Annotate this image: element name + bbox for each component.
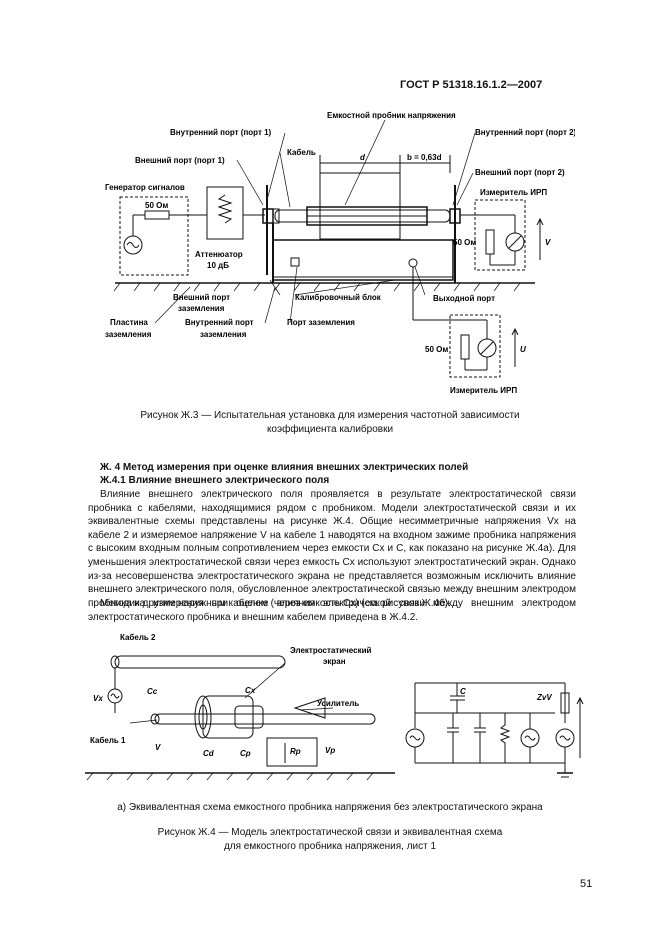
- label-cc: Cc: [147, 687, 158, 696]
- label-ground-plate: Пластина: [110, 318, 148, 327]
- label-v: V: [545, 238, 551, 247]
- label-amplifier: Усилитель: [317, 699, 359, 708]
- label-cd: Cd: [203, 749, 215, 758]
- label-inner-port1: Внутренний порт (порт 1): [170, 128, 272, 137]
- label-u: U: [520, 345, 526, 354]
- label-cable1: Кабель 1: [90, 736, 126, 745]
- label-cal-block: Калибровочный блок: [295, 293, 382, 302]
- label-probe: Емкостной пробник напряжения: [327, 111, 456, 120]
- label-generator: Генератор сигналов: [105, 183, 185, 192]
- label-zv: ZvV: [536, 693, 552, 702]
- label-inner-ground-2: заземления: [200, 330, 247, 339]
- label-attenuator-db: 10 дБ: [207, 261, 229, 270]
- figure4-caption: Рисунок Ж.4 — Модель электростатической …: [80, 826, 580, 854]
- figure3-caption: Рисунок Ж.3 — Испытательная установка дл…: [80, 409, 580, 437]
- label-r50-1: 50 Ом: [145, 201, 168, 210]
- label-cp: Cp: [240, 749, 251, 758]
- label-c: C: [460, 687, 466, 696]
- label-output-port: Выходной порт: [433, 294, 495, 303]
- label-vx: Vx: [93, 694, 103, 703]
- label-outer-ground-2: заземления: [178, 304, 225, 313]
- label-meter: Измеритель ИРП: [480, 188, 547, 197]
- figure4-caption-line2: для емкостного пробника напряжения, лист…: [223, 841, 437, 852]
- section-subtitle: Ж.4.1 Влияние внешнего электрического по…: [100, 475, 330, 486]
- paragraph-2: Методика измерения при оценке влияния эл…: [88, 598, 576, 623]
- label-meter2: Измеритель ИРП: [450, 386, 517, 395]
- label-r50-3: 50 Ом: [425, 345, 448, 354]
- figure4-subcaption: а) Эквивалентная схема емкостного пробни…: [117, 802, 543, 813]
- label-outer-ground: Внешний порт: [173, 293, 230, 302]
- label-attenuator: Аттенюатор: [195, 250, 243, 259]
- label-outer-port2: Внешний порт (порт 2): [475, 168, 565, 177]
- label-cable2: Кабель 2: [120, 633, 156, 642]
- label-cx: Cx: [245, 686, 256, 695]
- paragraph-1: Влияние внешнего электрического поля про…: [88, 489, 576, 609]
- label-vp: Vp: [325, 746, 335, 755]
- figure-zh3-diagram: Емкостной пробник напряжения Внутренний …: [105, 111, 575, 395]
- label-rp: Rp: [290, 747, 301, 756]
- label-ground-port: Порт заземления: [287, 318, 355, 327]
- label-screen-2: экран: [323, 657, 346, 666]
- figure3-caption-line2: коэффициента калибровки: [266, 424, 394, 435]
- figure-zh4-diagram: Кабель 2 Электростатический экран Усилит…: [85, 633, 584, 781]
- label-inner-port2: Внутренний порт (порт 2): [475, 128, 575, 137]
- section-title: Ж. 4 Метод измерения при оценке влияния …: [100, 462, 469, 473]
- label-screen: Электростатический: [290, 646, 372, 655]
- label-d: d: [360, 153, 366, 162]
- figure3-caption-line1: Рисунок Ж.3 — Испытательная установка дл…: [140, 410, 520, 421]
- label-cable: Кабель: [287, 148, 316, 157]
- figure4-caption-line1: Рисунок Ж.4 — Модель электростатической …: [157, 827, 503, 838]
- label-r50-2: 50 Ом: [453, 238, 476, 247]
- page-number: 51: [580, 878, 593, 890]
- label-ground-plate-2: заземления: [105, 330, 152, 339]
- page-header: ГОСТ Р 51318.16.1.2—2007: [400, 79, 543, 91]
- label-b: b = 0,63d: [407, 153, 442, 162]
- label-v: V: [155, 743, 161, 752]
- label-outer-port1: Внешний порт (порт 1): [135, 156, 225, 165]
- label-inner-ground: Внутренний порт: [185, 318, 254, 327]
